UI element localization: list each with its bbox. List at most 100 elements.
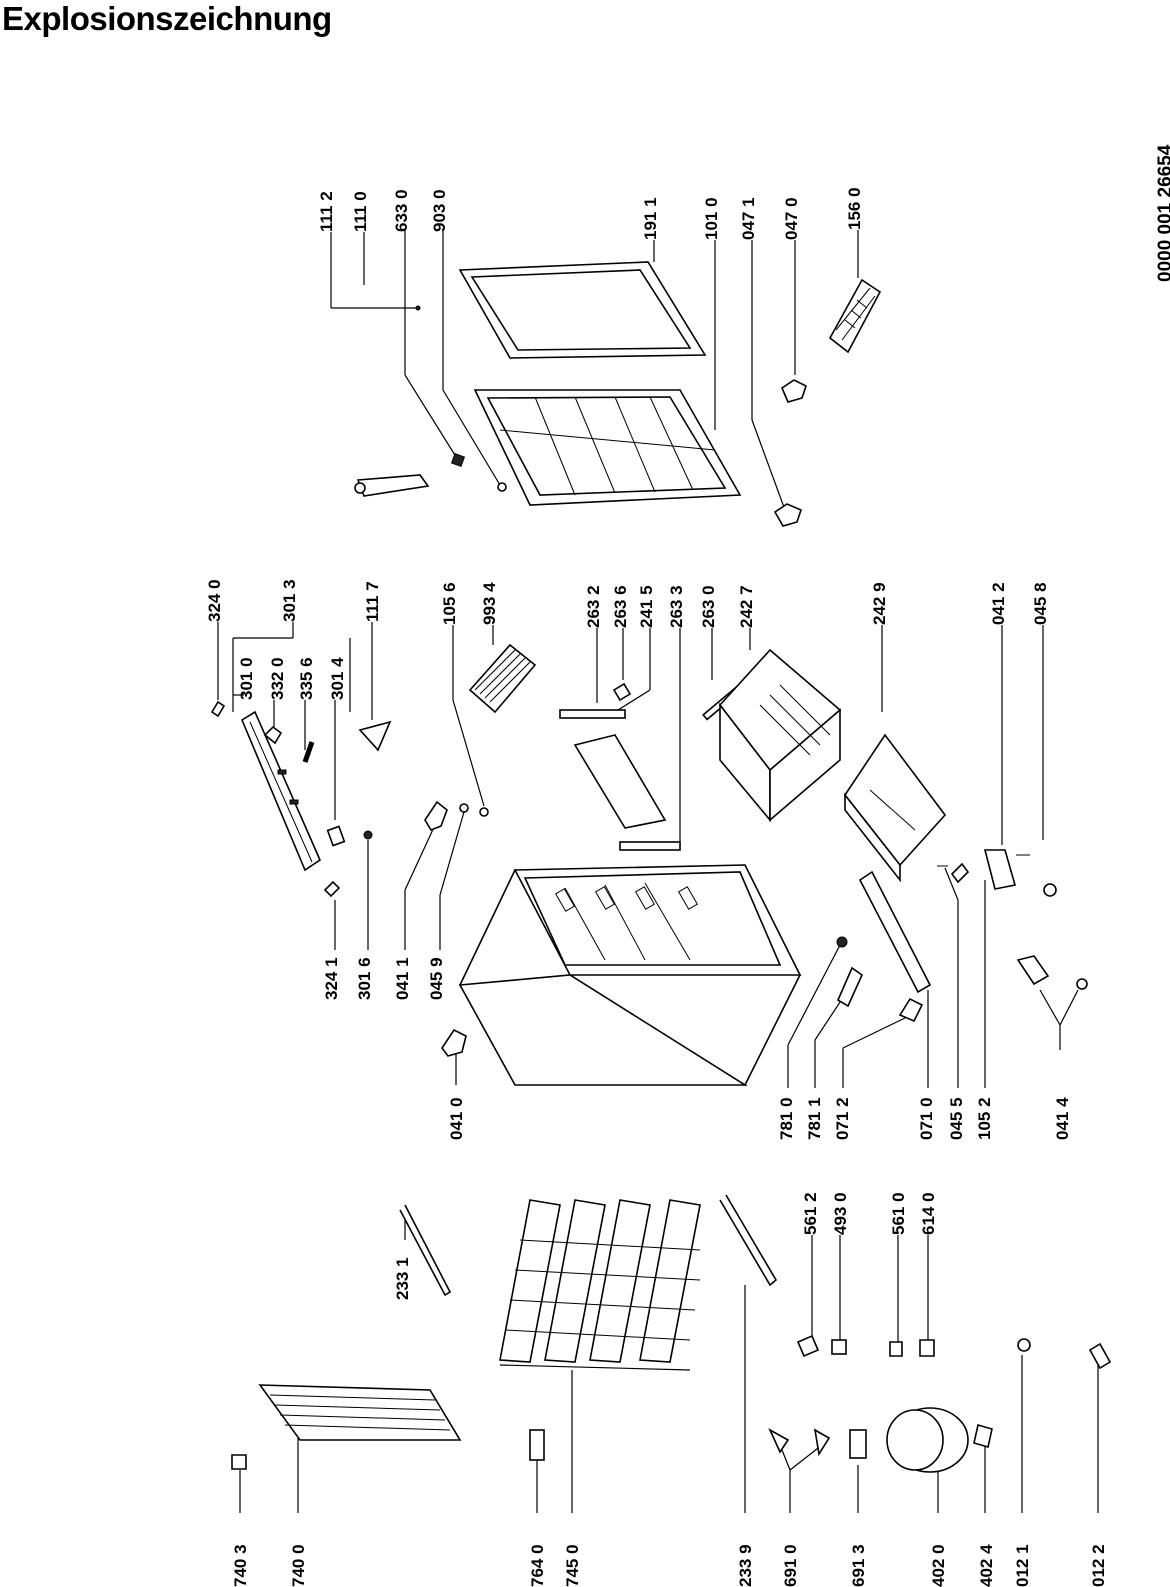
part-335-6	[302, 741, 315, 763]
hinge-041-4	[1016, 955, 1050, 986]
part-label: 041 0	[447, 1097, 466, 1140]
part-301-4	[326, 825, 346, 847]
part-label: 105 2	[975, 1097, 994, 1140]
part-label: 781 1	[805, 1097, 824, 1140]
part-label: 233 9	[736, 1544, 755, 1587]
part-label: 740 0	[289, 1544, 308, 1587]
part-label: 111 0	[351, 191, 370, 232]
door-shelf-241-5	[573, 734, 667, 829]
part-label: 335 6	[297, 657, 316, 700]
plinth-071-0	[858, 870, 932, 994]
part-561-0	[889, 1341, 903, 1357]
part-label: 045 9	[427, 957, 446, 1000]
rod-233-9	[719, 1194, 778, 1287]
part-label: 332 0	[268, 657, 287, 700]
part-label: 324 0	[205, 579, 224, 622]
ice-tray	[828, 278, 882, 354]
rod-233-1	[399, 1204, 452, 1297]
hinge-047-1	[773, 503, 802, 527]
part-label: 071 2	[833, 1097, 852, 1140]
part-012-1	[1017, 1338, 1031, 1352]
door-gasket	[458, 261, 707, 359]
freezer-cabinet	[458, 864, 802, 1086]
part-label: 561 2	[801, 1192, 820, 1235]
part-402-4	[973, 1423, 993, 1449]
part-label: 493 0	[831, 1192, 850, 1235]
filter-764-0	[529, 1429, 545, 1461]
part-label: 156 0	[845, 187, 864, 230]
hinge-041-0	[441, 1028, 467, 1057]
part-label: 263 6	[611, 585, 630, 628]
part-105-2	[950, 862, 970, 884]
part-324-1	[323, 880, 341, 898]
part-781-0	[836, 936, 848, 948]
part-740-3	[231, 1454, 247, 1470]
part-label: 101 0	[702, 197, 721, 240]
door-handle	[354, 305, 430, 497]
part-label: 242 7	[737, 585, 756, 628]
part-691-0b	[813, 1428, 831, 1457]
part-903-0	[497, 482, 507, 492]
part-label: 045 8	[1031, 582, 1050, 625]
part-label: 561 0	[889, 1192, 908, 1235]
part-263-2	[559, 709, 626, 719]
part-263-6	[612, 682, 632, 702]
part-label: 263 0	[699, 585, 718, 628]
part-label: 111 2	[317, 191, 336, 232]
hinge-047-0	[781, 379, 807, 403]
part-label: 041 4	[1053, 1097, 1072, 1140]
grille-781-1	[836, 966, 864, 1008]
part-301-6	[363, 830, 373, 840]
part-label: 301 4	[328, 657, 347, 700]
part-label: 242 9	[870, 582, 889, 625]
part-263-3	[619, 841, 681, 851]
part-label: 691 0	[781, 1544, 800, 1587]
screw-041-4	[1076, 978, 1088, 990]
part-label: 233 1	[393, 1257, 412, 1300]
part-label: 402 0	[929, 1544, 948, 1587]
part-111-7	[358, 720, 392, 752]
part-045-8	[1043, 883, 1057, 897]
part-label: 691 3	[849, 1544, 868, 1587]
screw-045-9	[459, 803, 469, 813]
part-label: 047 0	[782, 197, 801, 240]
part-label: 781 0	[777, 1097, 796, 1140]
part-label: 324 1	[322, 957, 341, 1000]
part-label: 745 0	[563, 1544, 582, 1587]
part-324-0	[210, 700, 226, 718]
drawer-242-7	[718, 648, 842, 823]
compressor-402-0	[886, 1407, 969, 1473]
part-label: 301 0	[237, 657, 256, 700]
part-label: 111 7	[363, 581, 382, 622]
part-label: 012 2	[1089, 1544, 1108, 1587]
part-493-0	[831, 1339, 847, 1355]
part-label: 191 1	[641, 197, 660, 240]
part-633-0	[450, 452, 466, 468]
part-label: 047 1	[739, 197, 758, 240]
part-label: 105 6	[440, 582, 459, 625]
part-label: 301 3	[280, 579, 299, 622]
freezer-door	[473, 389, 742, 506]
part-label: 903 0	[430, 189, 449, 232]
part-012-2	[1088, 1342, 1112, 1370]
hinge-041-1	[424, 800, 448, 831]
knob-332-0	[263, 725, 283, 745]
part-071-2	[898, 997, 924, 1023]
part-691-0	[768, 1428, 790, 1454]
part-label: 740 3	[231, 1544, 250, 1587]
part-label: 263 2	[584, 585, 603, 628]
part-691-3	[849, 1429, 867, 1459]
part-label: 764 0	[528, 1544, 547, 1587]
part-label: 633 0	[392, 189, 411, 232]
relay-561-2	[796, 1334, 820, 1358]
part-label: 301 6	[355, 957, 374, 1000]
part-label: 041 2	[989, 582, 1008, 625]
part-105-6	[479, 807, 489, 817]
hinge-041-2	[983, 849, 1017, 890]
control-panel	[240, 710, 322, 872]
part-614-0	[919, 1339, 935, 1357]
page-title: Explosionszeichnung	[2, 0, 332, 37]
part-label: 041 1	[393, 957, 412, 1000]
evaporator-745-0	[499, 1199, 701, 1371]
